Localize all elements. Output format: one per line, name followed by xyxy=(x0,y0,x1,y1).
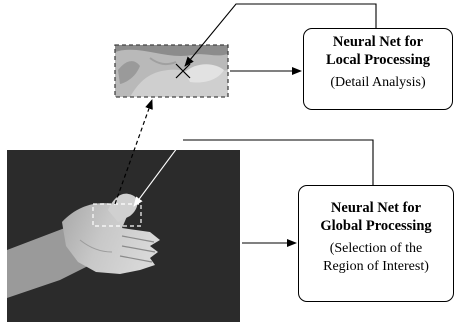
hand-image xyxy=(7,150,240,322)
local-net-subtitle: (Detail Analysis) xyxy=(330,75,426,90)
roi-marker xyxy=(92,203,142,227)
detail-crop-image xyxy=(114,44,229,98)
zoom-arrow xyxy=(114,99,153,205)
local-feedback-arrow xyxy=(184,3,377,67)
local-net-title-line2: Local Processing xyxy=(325,52,431,68)
local-net-title-line1: Neural Net for xyxy=(332,34,424,50)
local-processing-net-box: Neural Net for Local Processing (Detail … xyxy=(303,28,453,110)
global-net-subtitle-line2: Region of Interest) xyxy=(323,259,429,274)
global-processing-net-box: Neural Net for Global Processing (Select… xyxy=(298,185,454,302)
global-feedback-arrow-black xyxy=(240,139,374,185)
global-net-title-line1: Neural Net for xyxy=(330,200,422,216)
global-net-subtitle-line1: (Selection of the xyxy=(329,241,423,256)
global-net-title-line2: Global Processing xyxy=(320,218,432,234)
